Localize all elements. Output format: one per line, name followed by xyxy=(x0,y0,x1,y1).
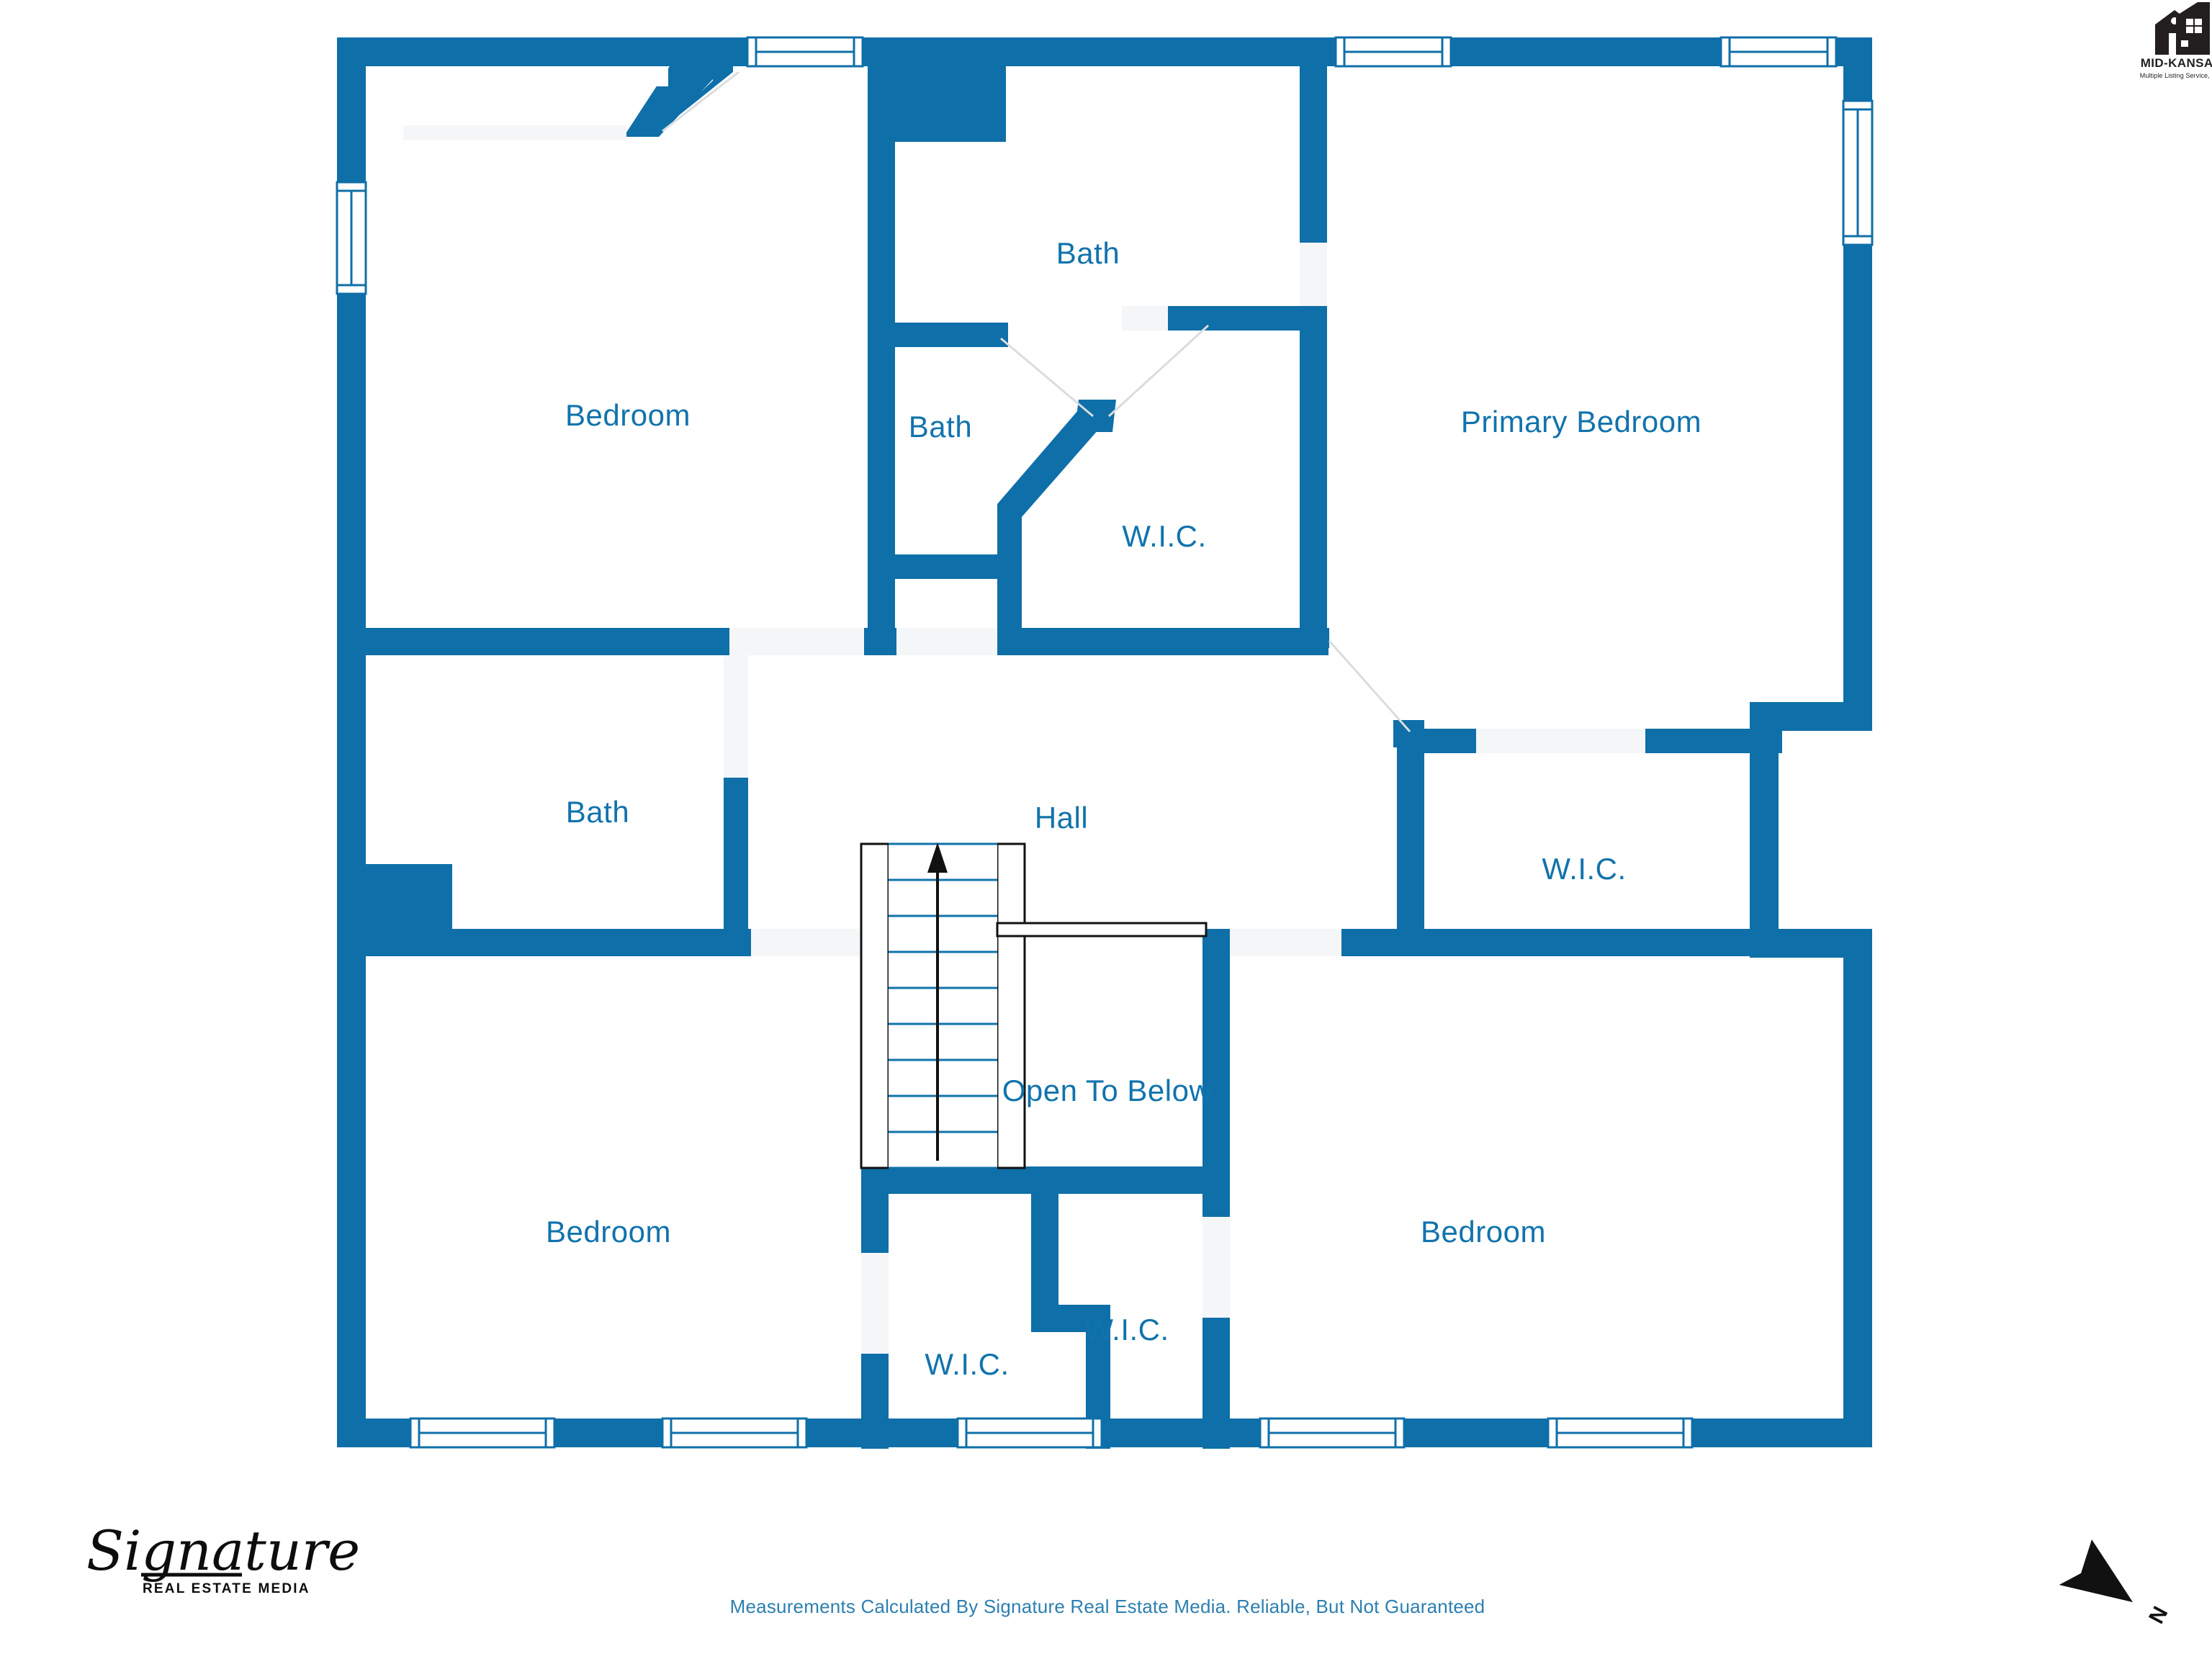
room-label-bedroom-bottom-right: Bedroom xyxy=(1421,1215,1546,1249)
wall-bedroom-tl-south-b xyxy=(864,628,896,655)
bedroom-top-left-closet-back xyxy=(366,66,668,86)
wall-bath-alcove-block xyxy=(887,37,1006,142)
room-label-wic-right-mid: W.I.C. xyxy=(1542,852,1626,886)
wall-primary-hall-diagonal-visible xyxy=(1302,628,1329,648)
wall-wic-bottom-divider xyxy=(1031,1166,1058,1332)
wall-wic-primary-east xyxy=(1300,306,1327,630)
signature-logo-script: Signature xyxy=(86,1519,360,1583)
door-swing-lines xyxy=(662,71,1411,732)
wall-wic-rightmid-north-left xyxy=(1397,729,1476,753)
wall-lower-north-right xyxy=(1339,929,1843,956)
stair-direction-arrow xyxy=(927,842,948,1161)
opening-bath-leftmid-south xyxy=(751,929,863,956)
bedroom-top-left-splay xyxy=(624,66,713,137)
window-top-2 xyxy=(1334,36,1452,68)
wall-wic-diagonal-cap xyxy=(1074,400,1116,432)
window-bottom-2 xyxy=(661,1417,808,1449)
window-bottom-5 xyxy=(1547,1417,1694,1449)
window-bottom-3 xyxy=(956,1417,1103,1449)
wall-stair-east xyxy=(1202,929,1230,1177)
room-label-open-to-below: Open To Below xyxy=(1002,1074,1212,1107)
measurement-disclaimer: Measurements Calculated By Signature Rea… xyxy=(730,1596,1485,1617)
room-label-primary-bedroom: Primary Bedroom xyxy=(1461,405,1701,439)
opening-bedroom-tl-closet xyxy=(403,125,626,140)
signature-logo-subtitle: REAL ESTATE MEDIA xyxy=(143,1581,310,1596)
mls-logo-subtitle: Multiple Listing Service, Inc. xyxy=(2140,72,2212,79)
opening-wic-primary-north xyxy=(1122,306,1168,331)
wall-wic-primary-west xyxy=(997,504,1022,630)
room-label-wic-bottom-right: W.I.C. xyxy=(1084,1313,1169,1346)
window-group xyxy=(336,36,1874,1449)
stair-treads xyxy=(889,842,997,1169)
opening-hall-south-right xyxy=(1230,929,1341,956)
wall-bath-small-north xyxy=(868,323,1001,347)
signature-logo: Signature REAL ESTATE MEDIA xyxy=(86,1519,360,1596)
staircase xyxy=(860,842,1208,1169)
opening-wic-rightmid-north xyxy=(1476,729,1645,753)
window-top-3 xyxy=(1719,36,1838,68)
window-bottom-4 xyxy=(1259,1417,1406,1449)
window-top-1 xyxy=(746,36,864,68)
room-label-hall: Hall xyxy=(1035,801,1088,835)
window-left-vertical xyxy=(336,181,367,295)
window-bottom-1 xyxy=(409,1417,556,1449)
room-label-layer: Bedroom Bath Bath W.I.C. Primary Bedroom… xyxy=(546,236,1701,1381)
mls-logo-title: MID-KANSAS xyxy=(2141,56,2212,70)
room-label-bath-upper-small: Bath xyxy=(909,410,972,444)
room-label-bedroom-bottom-left: Bedroom xyxy=(546,1215,671,1249)
opening-bedroom-bl-door xyxy=(861,1253,889,1354)
wall-wic-primary-diagonal xyxy=(997,405,1109,517)
compass-north-label: N xyxy=(2144,1602,2172,1627)
wall-wic-primary-south xyxy=(997,628,1328,655)
opening-bedroom-br-door xyxy=(1202,1217,1230,1318)
opening-bedroom-tl-door xyxy=(729,628,864,655)
opening-bath-leftmid-east xyxy=(724,655,748,778)
room-label-wic-bottom-left: W.I.C. xyxy=(925,1347,1009,1381)
wall-bath-leftmid-north xyxy=(366,628,724,655)
window-right-vertical xyxy=(1842,99,1874,246)
wall-bath-upper-east-top xyxy=(1300,37,1327,243)
wall-bath-upper-east-bottom xyxy=(1300,306,1327,335)
room-label-wic-primary-upper: W.I.C. xyxy=(1122,519,1206,553)
wall-layer xyxy=(336,36,1874,1449)
wall-bath-small-south xyxy=(868,554,1001,579)
wall-bath-leftmid-east xyxy=(724,776,748,938)
north-arrow-tail-icon xyxy=(2059,1573,2133,1602)
compass-rose: N xyxy=(2059,1539,2172,1627)
room-label-bath-left-mid: Bath xyxy=(566,795,629,829)
wall-wic-rightmid-west xyxy=(1397,729,1424,929)
room-label-bedroom-top-left: Bedroom xyxy=(565,398,691,432)
opening-hall-north-left xyxy=(896,628,997,655)
wall-wic-rightmid-north-right xyxy=(1645,729,1782,753)
opening-bath-upper-east xyxy=(1300,243,1327,306)
mls-logo: MID-KANSAS Multiple Listing Service, Inc… xyxy=(2140,2,2212,79)
room-label-bath-upper-large: Bath xyxy=(1056,236,1120,270)
